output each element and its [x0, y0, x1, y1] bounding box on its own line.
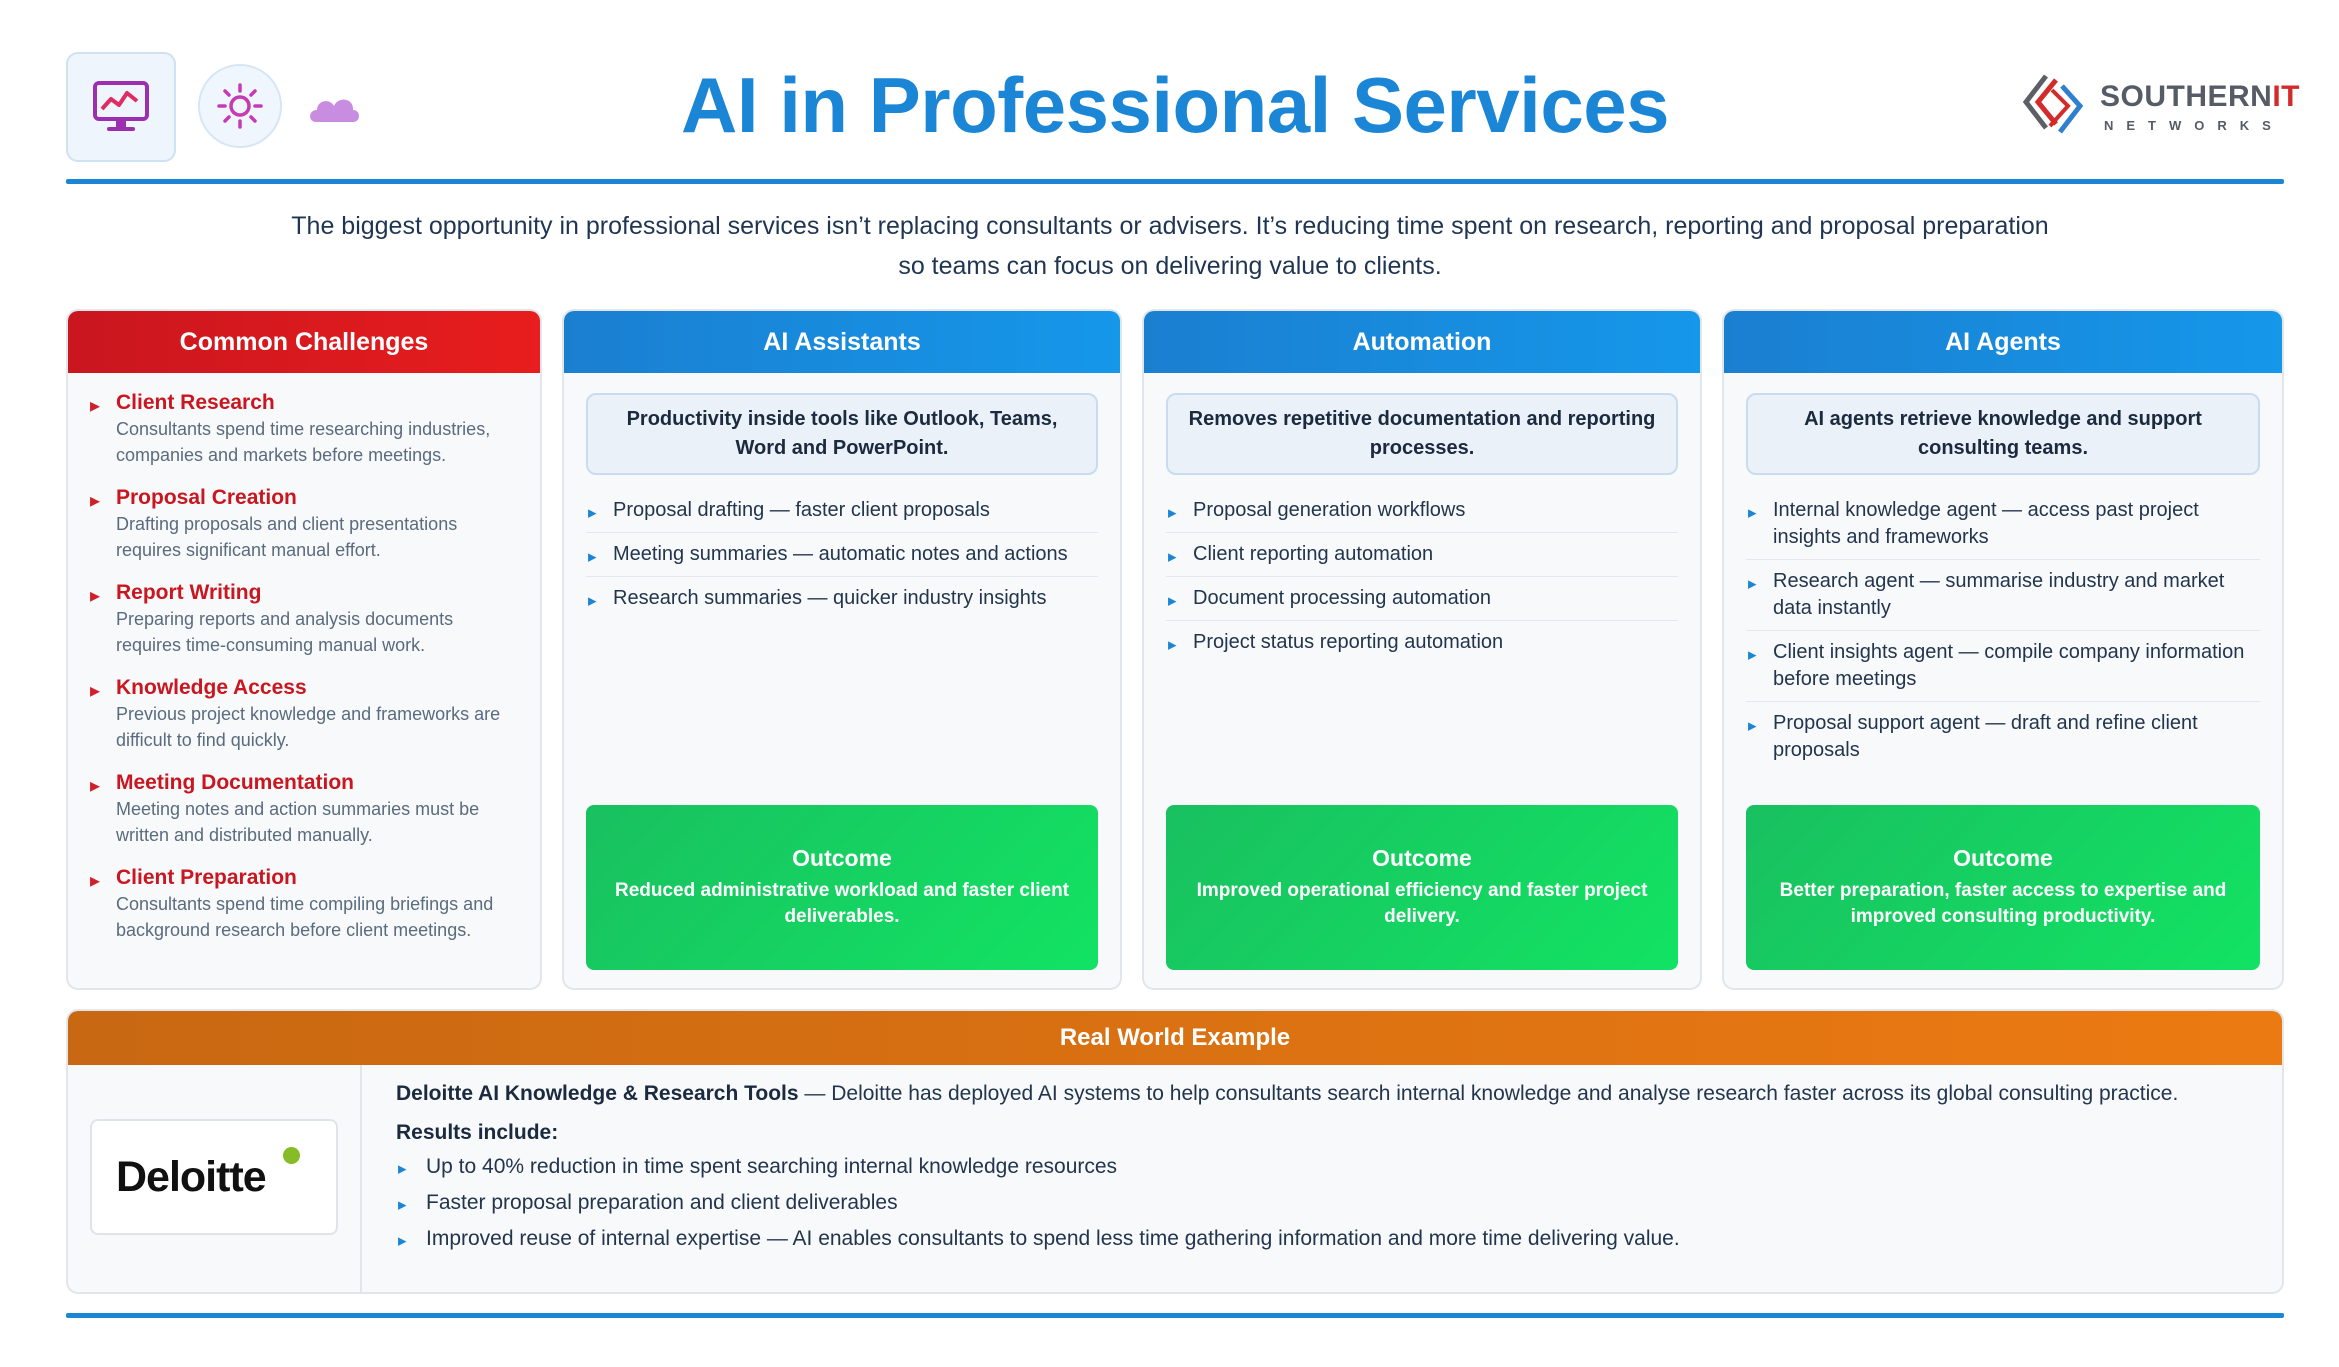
- list-item: Proposal support agent — draft and refin…: [1746, 702, 2260, 772]
- list-item: Project status reporting automation: [1166, 621, 1678, 664]
- sun-icon: [198, 64, 282, 148]
- intro-text: The biggest opportunity in professional …: [291, 212, 2049, 280]
- list-item: Faster proposal preparation and client d…: [396, 1185, 2252, 1223]
- list-item: Proposal drafting — faster client propos…: [586, 489, 1098, 533]
- ai-assistants-list: Proposal drafting — faster client propos…: [586, 489, 1098, 620]
- header-divider: [66, 179, 2284, 184]
- challenge-item: Report Writing Preparing reports and ana…: [90, 579, 516, 658]
- ai-assistants-outcome: Outcome Reduced administrative workload …: [586, 805, 1098, 970]
- footer-divider: [66, 1313, 2284, 1318]
- list-item: Client insights agent — compile company …: [1746, 631, 2260, 702]
- list-item: Meeting summaries — automatic notes and …: [586, 533, 1098, 577]
- results-list: Up to 40% reduction in time spent search…: [396, 1149, 2252, 1259]
- ai-assistants-summary: Productivity inside tools like Outlook, …: [586, 393, 1098, 475]
- challenges-card: Common Challenges Client Research Consul…: [66, 309, 542, 990]
- ai-agents-summary: AI agents retrieve knowledge and support…: [1746, 393, 2260, 475]
- ai-assistants-title: AI Assistants: [564, 311, 1120, 373]
- real-world-example: Real World Example Deloitte Deloitte AI …: [66, 1009, 2284, 1294]
- challenges-list: Client Research Consultants spend time r…: [68, 373, 540, 943]
- results-label: Results include:: [396, 1121, 559, 1144]
- deloitte-dot-icon: [283, 1147, 300, 1164]
- example-title: Real World Example: [68, 1011, 2282, 1065]
- list-item: Client reporting automation: [1166, 533, 1678, 577]
- challenge-item: Client Research Consultants spend time r…: [90, 389, 516, 468]
- challenge-item: Meeting Documentation Meeting notes and …: [90, 769, 516, 848]
- list-item: Research summaries — quicker industry in…: [586, 577, 1098, 620]
- example-body: Deloitte AI Knowledge & Research Tools —…: [396, 1079, 2252, 1259]
- ai-agents-title: AI Agents: [1724, 311, 2282, 373]
- list-item: Improved reuse of internal expertise — A…: [396, 1221, 2252, 1259]
- example-logo-panel: Deloitte: [68, 1065, 362, 1292]
- challenge-item: Client Preparation Consultants spend tim…: [90, 864, 516, 943]
- challenge-item: Knowledge Access Previous project knowle…: [90, 674, 516, 753]
- automation-outcome: Outcome Improved operational efficiency …: [1166, 805, 1678, 970]
- ai-agents-card: AI Agents AI agents retrieve knowledge a…: [1722, 309, 2284, 990]
- example-headline: Deloitte AI Knowledge & Research Tools —…: [396, 1082, 2179, 1105]
- list-item: Proposal generation workflows: [1166, 489, 1678, 533]
- list-item: Research agent — summarise industry and …: [1746, 560, 2260, 631]
- list-item: Internal knowledge agent — access past p…: [1746, 489, 2260, 560]
- ai-agents-outcome: Outcome Better preparation, faster acces…: [1746, 805, 2260, 970]
- ai-agents-list: Internal knowledge agent — access past p…: [1746, 489, 2260, 772]
- challenge-item: Proposal Creation Drafting proposals and…: [90, 484, 516, 563]
- page-title: AI in Professional Services: [681, 61, 1669, 149]
- list-item: Document processing automation: [1166, 577, 1678, 621]
- page-header: AI in Professional Services SOUTHERNIT N…: [66, 50, 2300, 166]
- automation-title: Automation: [1144, 311, 1700, 373]
- automation-summary: Removes repetitive documentation and rep…: [1166, 393, 1678, 475]
- list-item: Up to 40% reduction in time spent search…: [396, 1149, 2252, 1187]
- automation-list: Proposal generation workflows Client rep…: [1166, 489, 1678, 664]
- monitor-chart-icon: [66, 52, 176, 162]
- automation-card: Automation Removes repetitive documentat…: [1142, 309, 1702, 990]
- cloud-icon: [306, 88, 362, 128]
- southern-it-logo: SOUTHERNIT NETWORKS: [2016, 70, 2300, 140]
- ai-assistants-card: AI Assistants Productivity inside tools …: [562, 309, 1122, 990]
- challenges-title: Common Challenges: [68, 311, 540, 373]
- deloitte-logo: Deloitte: [90, 1119, 338, 1235]
